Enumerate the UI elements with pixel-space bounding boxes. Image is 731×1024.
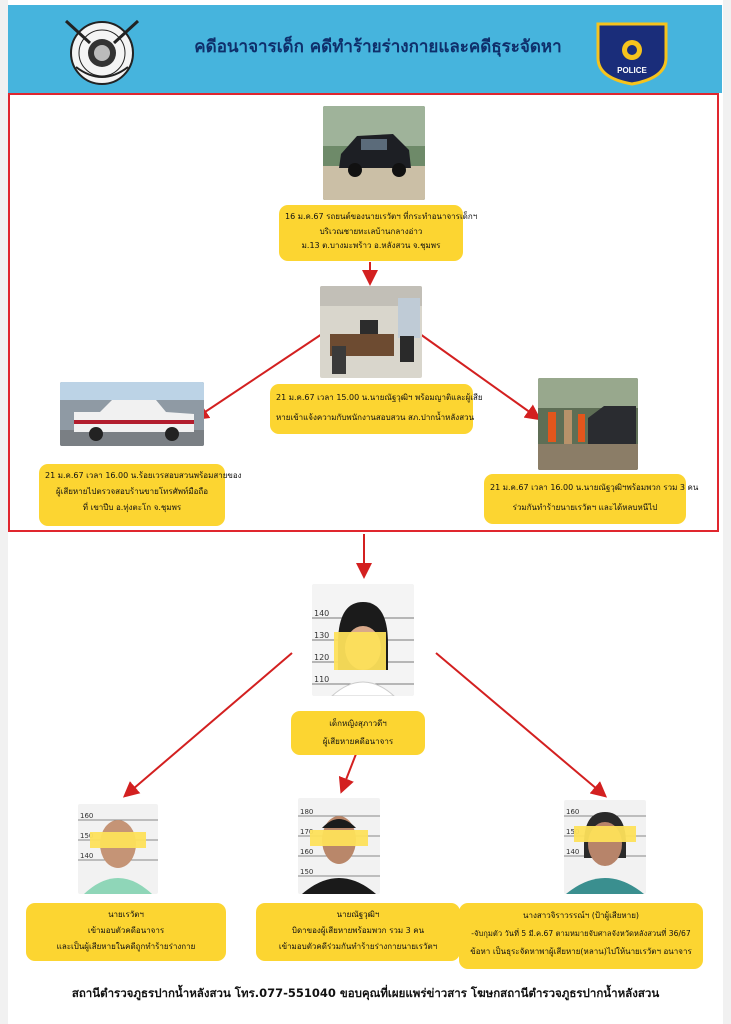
suspect-1-line-3: และเป็นผู้เสียหายในคดีถูกทำร้ายร่างกาย (56, 942, 196, 951)
suspect-1-board-number-2: 150 (80, 832, 93, 840)
suspect-2-line-3: เข้ามอบตัวคดีร่วมกันทำร้ายร่างกายนายเรวั… (278, 942, 438, 951)
car-photo (323, 106, 425, 200)
suspect-1-line-1: นายเรวัตฯ (108, 910, 144, 919)
suspect-2-board-number-3: 160 (300, 848, 313, 856)
event-car-line-3: ม.13 ต.บางมะพร้าว อ.หลังสวน จ.ชุมพร (301, 241, 441, 250)
victim-board-number-1: 140 (314, 609, 329, 618)
event-car-caption: 16 ม.ค.67 รถยนต์ของนายเรวัตฯ ที่กระทำอนา… (279, 205, 478, 261)
event-investigate-line-2: ผู้เสียหายไปตรวจสอบร้านขายโทรศัพท์มือถือ (55, 487, 209, 496)
arrow-victim-to-suspect-1 (122, 652, 293, 798)
police-badge-icon: POLICE (594, 18, 670, 86)
suspect-2-caption: นายณัฐวุฒิฯ บิดาของผู้เสียหายพร้อมพวก รว… (256, 903, 460, 961)
event-investigate-caption: 21 ม.ค.67 เวลา 16.00 น.ร้อยเวรสอบสวนพร้อ… (39, 464, 242, 526)
event-assault-line-2: ร่วมกันทำร้ายนายเรวัตฯ และได้หลบหนีไป (512, 503, 658, 512)
arrow-victim-to-suspect-2 (338, 753, 357, 794)
suspect-3-mugshot: 160 150 140 (564, 800, 646, 894)
page-title: คดีอนาจารเด็ก คดีทำร้ายร่างกายและคดีธุระ… (194, 37, 562, 57)
victim-line-2: ผู้เสียหายคดีอนาจาร (322, 737, 394, 746)
suspect-2-line-1: นายณัฐวุฒิฯ (336, 910, 380, 919)
event-assault-caption: 21 ม.ค.67 เวลา 16.00 น.นายณัฐวุฒิฯพร้อมพ… (484, 474, 699, 524)
footer-contact: สถานีตำรวจภูธรปากน้ำหลังสวน โทร.077-5510… (71, 986, 660, 1000)
suspect-1-face-blur (90, 832, 146, 848)
event-report-caption: 21 ม.ค.67 เวลา 15.00 น.นายณัฐวุฒิฯ พร้อม… (270, 384, 483, 434)
suspect-3-line-2: -จับกุมตัว วันที่ 5 มี.ค.67 ตามหมายจับศา… (471, 929, 691, 938)
arrow-report-to-investigate (192, 333, 323, 421)
victim-face-blur (334, 632, 386, 670)
victim-mugshot: 140 130 120 110 (312, 584, 414, 696)
suspect-2-board-number-1: 180 (300, 808, 313, 816)
victim-board-number-4: 110 (314, 675, 329, 684)
header-banner: คดีอนาจารเด็ก คดีทำร้ายร่างกายและคดีธุระ… (8, 5, 722, 93)
suspect-3-caption: นางสาวจิราวรรณ์ฯ (ป้าผู้เสียหาย) -จับกุม… (459, 903, 703, 969)
suspect-2-line-2: บิดาของผู้เสียหายพร้อมพวก รวม 3 คน (291, 926, 425, 935)
police-office-photo (320, 286, 422, 378)
suspect-3-board-number-3: 140 (566, 848, 579, 856)
event-investigate-line-1: 21 ม.ค.67 เวลา 16.00 น.ร้อยเวรสอบสวนพร้อ… (45, 471, 242, 480)
police-badge-label: POLICE (617, 66, 647, 75)
suspect-3-board-number-2: 150 (566, 828, 579, 836)
event-car-line-1: 16 ม.ค.67 รถยนต์ของนายเรวัตฯ ที่กระทำอนา… (285, 212, 478, 221)
arrow-report-to-assault (419, 333, 542, 421)
suspect-1-board-number-1: 160 (80, 812, 93, 820)
victim-board-number-2: 130 (314, 631, 329, 640)
suspect-3-board-number-1: 160 (566, 808, 579, 816)
event-assault-line-1: 21 ม.ค.67 เวลา 16.00 น.นายณัฐวุฒิฯพร้อมพ… (490, 483, 699, 492)
suspect-3-line-3: ข้อหา เป็นธุระจัดหาพาผู้เสียหาย(หลาน)ไปใ… (470, 947, 692, 956)
suspect-1-board-number-3: 140 (80, 852, 93, 860)
suspect-1-line-2: เข้ามอบตัวคดีอนาจาร (87, 926, 165, 935)
event-car-line-2: บริเวณชายทะเลบ้านกลางอ่าว (319, 227, 423, 236)
victim-caption: เด็กหญิงสุภาวดีฯ ผู้เสียหายคดีอนาจาร (291, 711, 425, 755)
suspect-2-mugshot: 180 170 160 150 (298, 798, 380, 894)
arrow-victim-to-suspect-3 (435, 652, 608, 798)
suspect-3-face-blur (574, 826, 636, 842)
suspect-1-caption: นายเรวัตฯ เข้ามอบตัวคดีอนาจาร และเป็นผู้… (26, 903, 226, 961)
victim-board-number-3: 120 (314, 653, 329, 662)
suspect-2-board-number-4: 150 (300, 868, 313, 876)
suspect-1-mugshot: 160 150 140 (78, 804, 158, 894)
suspect-2-board-number-2: 170 (300, 828, 313, 836)
event-report-line-1: 21 ม.ค.67 เวลา 15.00 น.นายณัฐวุฒิฯ พร้อม… (276, 393, 483, 402)
assault-scene-photo (538, 378, 638, 470)
timeline-frame (8, 93, 719, 532)
police-emblem-icon (62, 15, 142, 87)
event-investigate-line-3: ที่ เขาปีบ อ.ทุ่งตะโก จ.ชุมพร (82, 503, 182, 512)
suspect-3-line-1: นางสาวจิราวรรณ์ฯ (ป้าผู้เสียหาย) (522, 911, 639, 920)
event-report-line-2: หายเข้าแจ้งความกับพนักงานสอบสวน สภ.ปากน้… (276, 413, 475, 422)
police-pickup-photo (60, 382, 204, 446)
victim-line-1: เด็กหญิงสุภาวดีฯ (329, 719, 387, 728)
suspect-2-face-blur (310, 830, 368, 846)
